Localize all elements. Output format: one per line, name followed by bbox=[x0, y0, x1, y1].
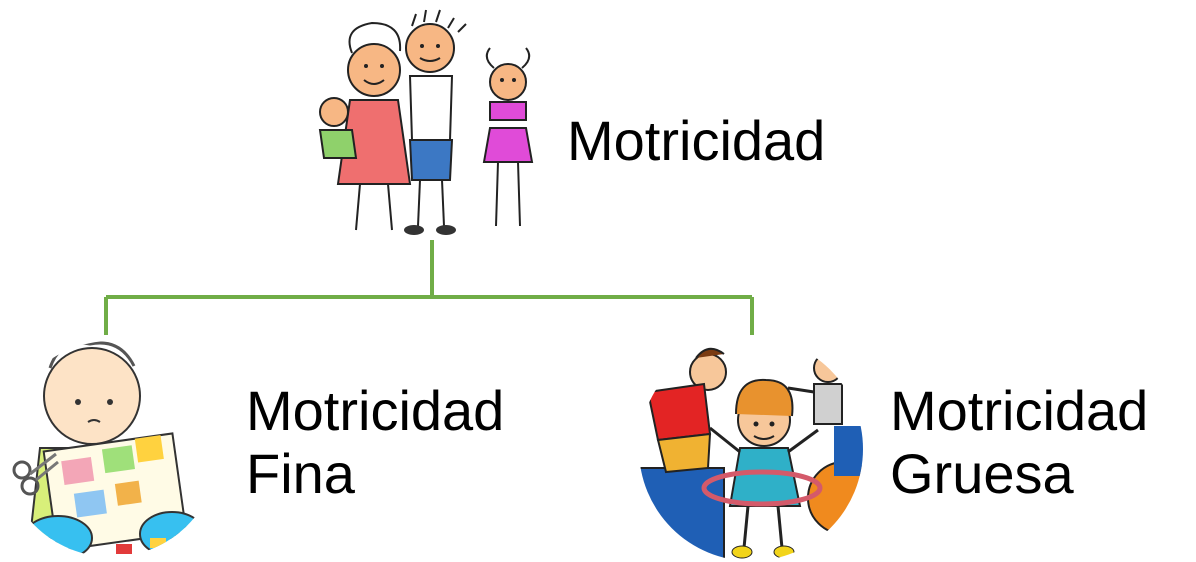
root-label-text: Motricidad bbox=[567, 109, 826, 172]
fine-motor-image bbox=[3, 341, 219, 557]
gross-motor-label-line1: Motricidad bbox=[890, 379, 1149, 442]
fine-motor-label: Motricidad Fina bbox=[246, 379, 505, 505]
gross-motor-label-line2: Gruesa bbox=[890, 441, 1074, 505]
fine-motor-label-line2: Fina bbox=[246, 441, 355, 505]
root-label: Motricidad bbox=[567, 109, 826, 173]
gross-motor-label: Motricidad Gruesa bbox=[890, 379, 1149, 505]
gross-motor-image bbox=[639, 337, 863, 561]
family-drawing-image bbox=[318, 9, 534, 235]
fine-motor-label-line1: Motricidad bbox=[246, 379, 505, 442]
